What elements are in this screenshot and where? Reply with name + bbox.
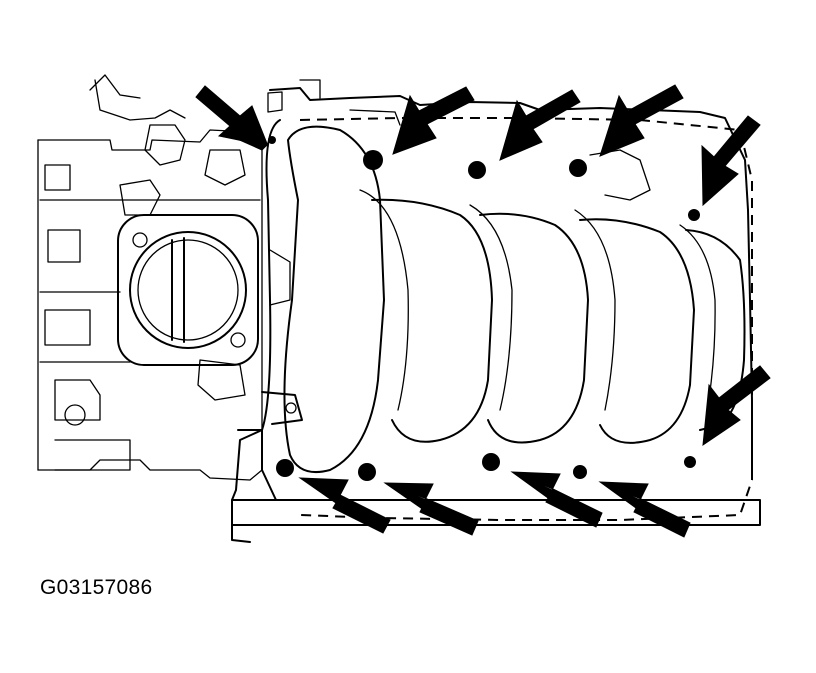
bolt-left-upper — [268, 136, 276, 144]
bolt-lower-4 — [573, 465, 587, 479]
bolt-lower-5 — [684, 456, 696, 468]
arrow-icon — [510, 471, 603, 528]
bolt-upper-2 — [468, 161, 486, 179]
bolt-upper-1 — [363, 150, 383, 170]
arrow-icon — [598, 481, 691, 538]
figure-code-caption: G03157086 — [40, 576, 153, 599]
arrow-icon — [701, 115, 761, 207]
callout-arrows — [195, 84, 771, 538]
arrow-icon — [383, 482, 479, 536]
arrow-icon — [702, 365, 771, 447]
throttle-body — [117, 214, 259, 366]
bolt-lower-3 — [482, 453, 500, 471]
arrow-icon — [298, 477, 391, 534]
arrow-icon — [195, 85, 269, 147]
arrow-icon — [392, 86, 475, 155]
bolt-upper-4 — [688, 209, 700, 221]
arrow-icon — [499, 89, 581, 161]
bolt-lower-2 — [358, 463, 376, 481]
arrow-icon — [199, 99, 269, 151]
manifold-bolts — [268, 136, 700, 481]
bolt-lower-1 — [276, 459, 294, 477]
intake-manifold — [231, 79, 761, 543]
arrow-icon — [599, 84, 684, 157]
bolt-upper-3 — [569, 159, 587, 177]
manifold-gasket-outline — [299, 117, 753, 521]
